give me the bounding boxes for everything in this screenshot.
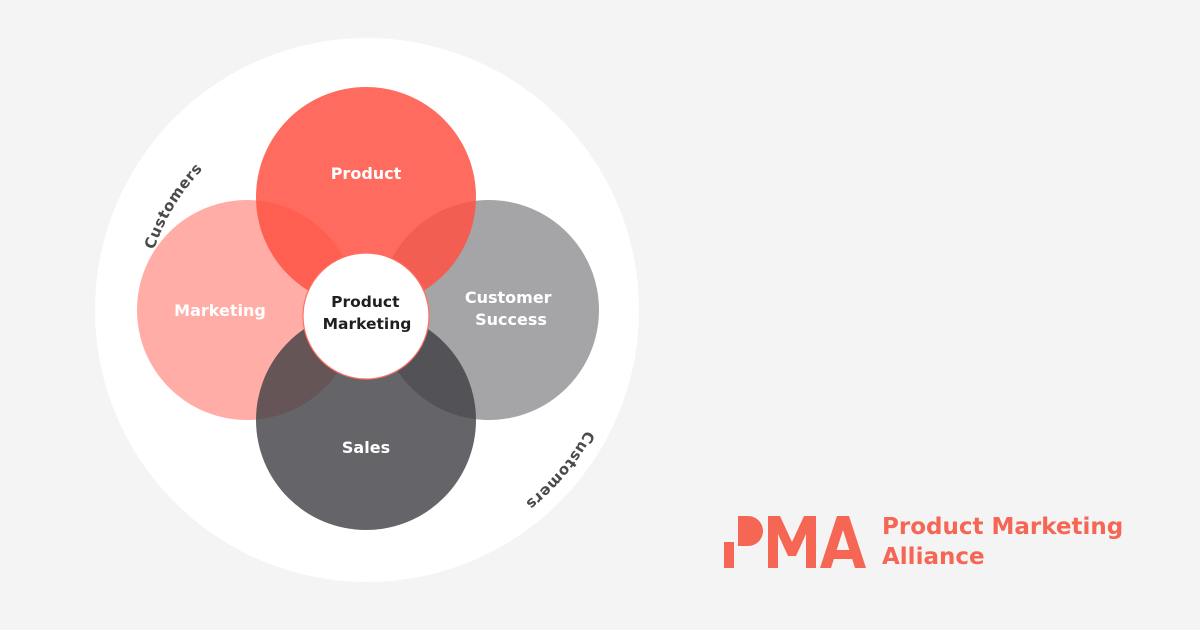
label-marketing-line: Marketing [174,301,266,320]
label-customer-success-line1: Customer [465,288,552,307]
label-marketing: Marketing [174,301,266,320]
center-circle [302,252,430,380]
center-label: Product Marketing [323,293,412,333]
logo-name-line2: Alliance [882,544,985,570]
pma-logo-mark [724,516,866,568]
label-sales: Sales [342,438,390,457]
center-label-line1: Product [331,293,400,311]
logo-name-line1: Product Marketing [882,514,1124,540]
circle-sales [256,310,476,530]
label-customer-success-line2: Success [475,310,547,329]
label-product-line: Product [331,164,402,183]
pma-logo-name: Product Marketing Alliance [882,512,1123,572]
label-product: Product [331,164,402,183]
label-sales-line: Sales [342,438,390,457]
center-label-line2: Marketing [323,315,412,333]
circle-product [256,87,476,307]
pma-logo: Product Marketing Alliance [722,510,1162,574]
label-customer-success: Customer Success [465,288,557,329]
